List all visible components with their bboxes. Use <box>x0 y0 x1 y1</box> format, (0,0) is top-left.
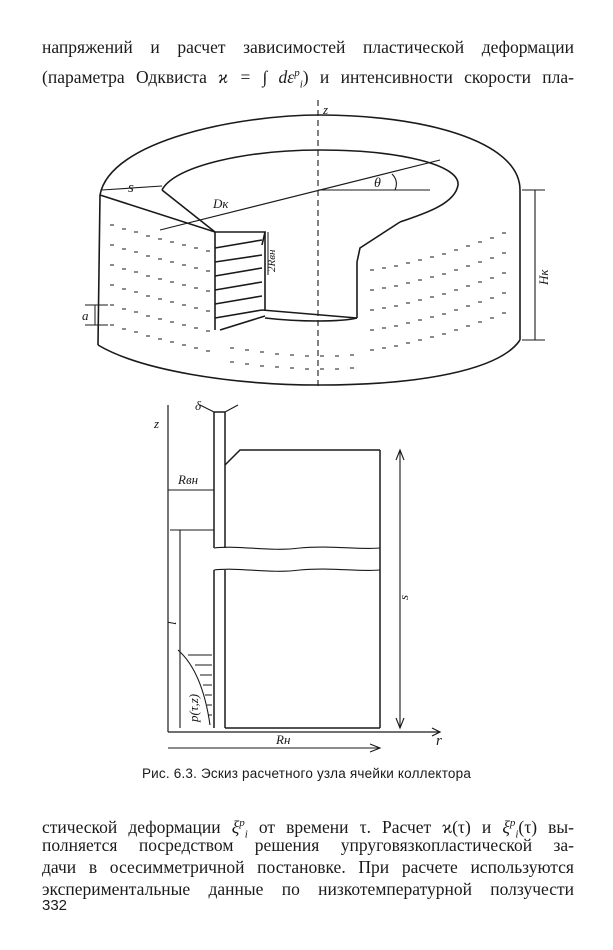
label-z-top: z <box>322 102 328 117</box>
paragraph-line-6: экспериментальные данные по низкотемпера… <box>42 879 574 899</box>
cut-layers <box>214 239 266 331</box>
label-z-bottom: z <box>153 416 159 431</box>
s-dimension-line <box>101 185 163 191</box>
label-rn: Rн <box>275 732 290 747</box>
paragraph-line-1: напряжений и расчет зависимостей пластич… <box>42 37 574 57</box>
break-line-upper <box>213 546 381 550</box>
outer-bottom-rim <box>97 339 521 386</box>
outer-wall-left <box>97 194 101 346</box>
line-2-suffix: ) и интенсивности скорости пла- <box>302 66 574 87</box>
label-rvn-top: 2Rвн <box>266 249 278 272</box>
pressure-arrows <box>188 654 212 716</box>
perforation-holes <box>110 224 506 370</box>
cut-inner-bottom <box>261 309 358 319</box>
inner-bottom-arc <box>264 317 358 322</box>
label-s-bottom: s <box>396 595 411 600</box>
outer-top-rim <box>99 114 521 196</box>
paragraph-line-2: (параметра Одквиста ϰ = ∫ dεpi) и интенс… <box>42 62 574 95</box>
xi-body-1: ξ <box>231 816 240 837</box>
label-r: r <box>436 733 442 749</box>
odqvist-formula: ϰ = ∫ dεpi <box>218 66 303 91</box>
cutout-top-edge <box>99 194 267 246</box>
paragraph-line-4: полняется посредством решения упруговязк… <box>42 835 574 855</box>
line-3-middle: от времени τ. Расчет ϰ(τ) и <box>247 816 503 837</box>
diameter-line <box>159 159 441 231</box>
line-3-prefix: стической деформации <box>42 816 232 837</box>
xi-symbol-1: ξpi <box>231 816 248 841</box>
figure-caption: Рис. 6.3. Эскиз расчетного узла ячейки к… <box>141 766 472 781</box>
xi-sup-2: p <box>509 817 516 829</box>
paragraph-line-3: стической деформации ξpi от времени τ. Р… <box>42 812 574 845</box>
label-hk: Hк <box>536 269 551 286</box>
right-cut-top <box>356 221 401 263</box>
line-3-suffix: (τ) вы- <box>518 816 574 837</box>
label-delta: δ <box>195 398 202 413</box>
inner-cut-edge <box>161 189 216 233</box>
formula-sub: i <box>299 78 303 91</box>
formula-body: ϰ = ∫ dε <box>218 66 295 87</box>
label-a: a <box>82 308 89 323</box>
body-top-edge <box>224 449 380 466</box>
inner-top-rim <box>161 149 459 223</box>
label-p: p(τ,z) <box>186 694 201 723</box>
label-rvn-bottom: Rвн <box>177 472 198 487</box>
label-theta: θ <box>374 176 381 191</box>
label-dk: Dк <box>212 196 229 211</box>
theta-arc <box>391 173 397 191</box>
line-2-prefix: (параметра Одквиста <box>42 66 219 87</box>
xi-sub-2: i <box>515 828 519 841</box>
label-l: l <box>164 621 179 625</box>
paragraph-line-5: дачи в осесимметричной постановке. При р… <box>42 857 574 877</box>
break-line-lower <box>213 568 381 572</box>
label-s-top: s <box>128 180 134 196</box>
page-number: 332 <box>42 897 68 914</box>
xi-symbol-2: ξpi <box>502 816 519 841</box>
xi-sup-1: p <box>239 817 245 829</box>
xi-body-2: ξ <box>502 816 510 837</box>
xi-sub-1: i <box>244 828 248 841</box>
delta-marker <box>199 404 239 413</box>
formula-sup: p <box>294 67 300 79</box>
